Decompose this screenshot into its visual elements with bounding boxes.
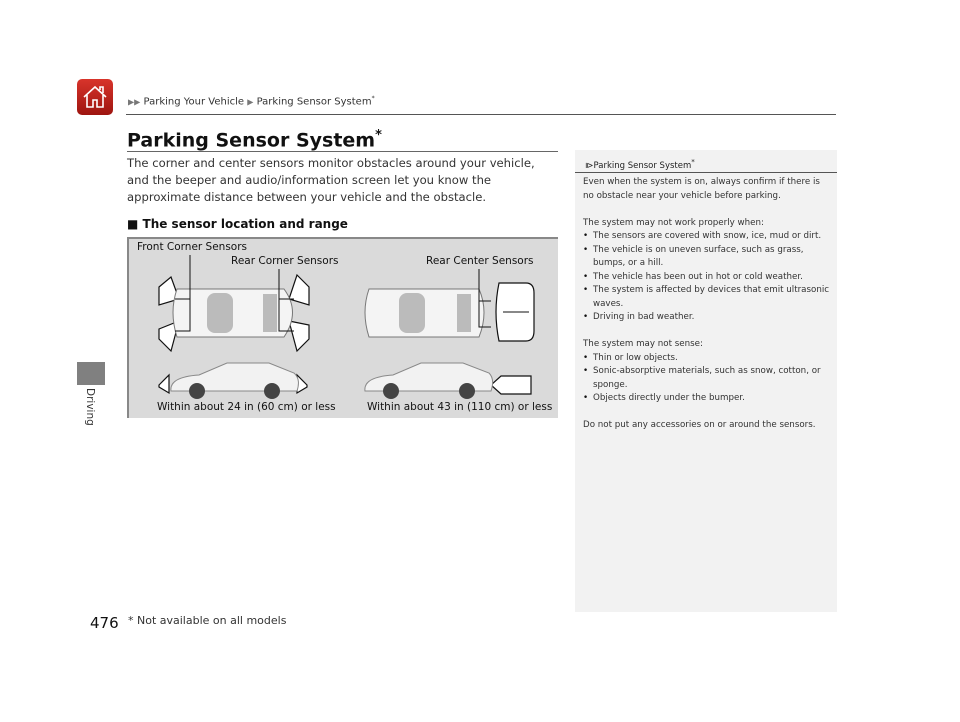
- section-heading: ■ The sensor location and range: [127, 217, 348, 231]
- sensor-leader-lines: [175, 255, 529, 332]
- page-title: Parking Sensor System*: [127, 128, 382, 151]
- arrow-icon: ▶▶: [128, 97, 141, 107]
- section-tab[interactable]: [77, 362, 105, 385]
- divider: [127, 151, 558, 152]
- asterisk: *: [371, 95, 375, 102]
- breadcrumb-link[interactable]: Parking Your Vehicle: [143, 96, 245, 108]
- list-item: The sensors are covered with snow, ice, …: [583, 230, 833, 244]
- list-item: Thin or low objects.: [583, 352, 833, 366]
- list-item: The vehicle is on uneven surface, such a…: [583, 244, 833, 271]
- car-windows: [207, 293, 471, 333]
- home-button[interactable]: [77, 79, 113, 115]
- note-body: Even when the system is on, always confi…: [583, 176, 833, 446]
- sensor-range-icon: [158, 273, 535, 395]
- list-item: The vehicle has been out in hot or cold …: [583, 271, 833, 285]
- note-heading-text: Parking Sensor System: [593, 160, 692, 171]
- note-paragraph: Do not put any accessories on or around …: [583, 420, 816, 430]
- list-item: The system is affected by devices that e…: [583, 284, 833, 311]
- list-item: Objects directly under the bumper.: [583, 392, 833, 406]
- footnote: * Not available on all models: [128, 614, 287, 627]
- note-list: The sensors are covered with snow, ice, …: [583, 230, 833, 325]
- asterisk: *: [691, 157, 695, 166]
- note-icon: ⧐: [585, 160, 594, 171]
- list-item: Driving in bad weather.: [583, 311, 833, 325]
- note-panel: ⧐Parking Sensor System* Even when the sy…: [575, 150, 837, 612]
- intro-paragraph: The corner and center sensors monitor ob…: [127, 156, 535, 204]
- breadcrumb: ▶▶ Parking Your Vehicle ▶ Parking Sensor…: [128, 95, 375, 107]
- divider: [126, 114, 836, 115]
- home-icon: [83, 85, 107, 108]
- note-list: Thin or low objects. Sonic-absorptive ma…: [583, 352, 833, 406]
- note-paragraph: The system may not sense:: [583, 339, 703, 349]
- divider: [575, 172, 837, 173]
- range-corner-label: Within about 24 in (60 cm) or less: [157, 401, 336, 413]
- car-side-view: [170, 362, 494, 392]
- title-text: Parking Sensor System: [127, 129, 376, 152]
- list-item: Sonic-absorptive materials, such as snow…: [583, 365, 833, 392]
- car-illustrations: [158, 255, 535, 399]
- asterisk: *: [375, 128, 382, 143]
- page-number: 476: [90, 614, 119, 632]
- note-heading: ⧐Parking Sensor System*: [585, 157, 695, 171]
- label-front-corner: Front Corner Sensors: [137, 241, 248, 253]
- range-center-label: Within about 43 in (110 cm) or less: [367, 401, 553, 413]
- wheels: [189, 383, 475, 399]
- label-rear-corner: Rear Corner Sensors: [231, 255, 339, 267]
- breadcrumb-current: Parking Sensor System: [256, 96, 372, 108]
- arrow-icon: ▶: [247, 97, 254, 107]
- note-paragraph: Even when the system is on, always confi…: [583, 177, 820, 201]
- section-label: Driving: [84, 388, 96, 426]
- sensor-diagram: Front Corner Sensors Rear Corner Sensors…: [127, 237, 558, 418]
- label-rear-center: Rear Center Sensors: [426, 255, 534, 267]
- note-paragraph: The system may not work properly when:: [583, 217, 764, 228]
